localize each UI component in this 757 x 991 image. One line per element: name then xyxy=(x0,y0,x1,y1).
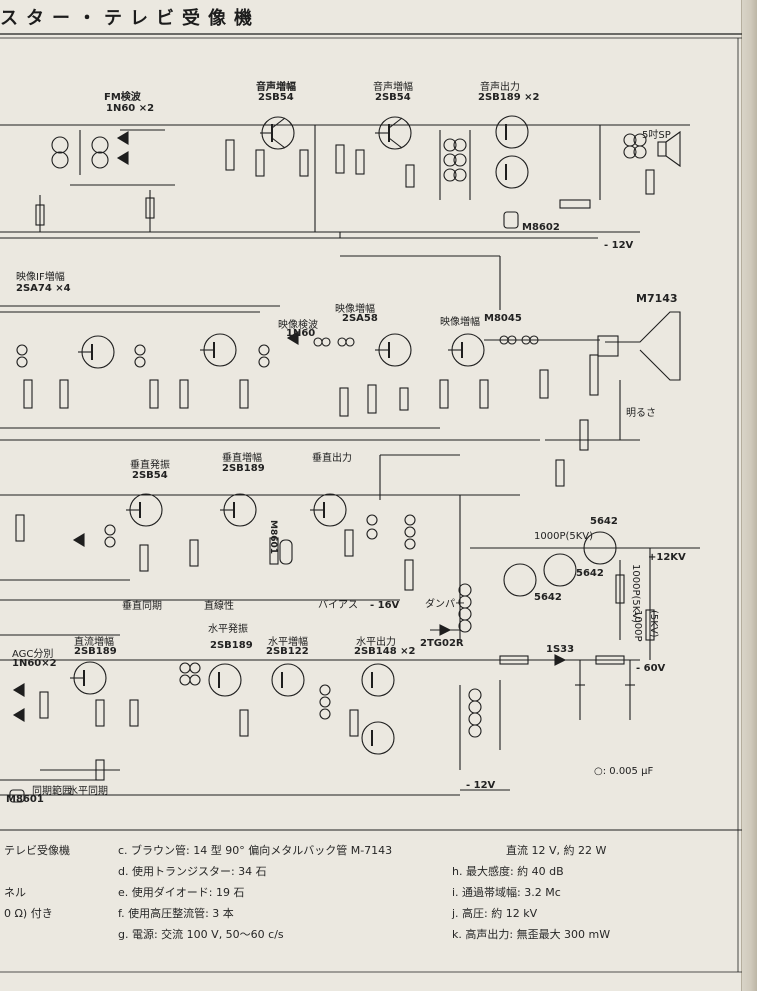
spec-left-2: ネル xyxy=(4,886,26,899)
m8602-label: M8602 xyxy=(522,222,560,233)
horizontal-section xyxy=(0,624,640,803)
damper-label: ダンパー xyxy=(425,599,465,610)
horiz-amp-label: 水平増幅 xyxy=(268,637,308,648)
hv-out-label: +12KV xyxy=(648,552,686,563)
horiz-osc-label: 水平発振 xyxy=(208,624,248,635)
spec-left-1 xyxy=(4,863,70,884)
spec-left-0: テレビ受像機 xyxy=(4,844,70,857)
spec-mid-d: d. 使用トランジスター: 34 石 xyxy=(118,865,267,878)
vertical-section xyxy=(0,454,520,640)
horiz-out-label: 水平出力 xyxy=(356,637,396,648)
cap-1000p-vertical-label-2: 1000P xyxy=(632,610,643,642)
video-if-label: 映像IF増幅 xyxy=(16,272,65,283)
video-amp2-transistor: M8045 xyxy=(484,313,522,324)
horiz-amp-transistor: 2SB122 xyxy=(266,646,309,657)
hv-rect-label-2: 5642 xyxy=(576,568,604,579)
audio-section xyxy=(0,115,690,239)
video-amp2-label: 映像増幅 xyxy=(440,317,480,328)
rect-diode-label: 1S33 xyxy=(546,644,575,655)
fm-detect-label: FM検波 xyxy=(104,92,141,103)
neg60v-label: - 60V xyxy=(636,663,666,674)
capacitor-legend: ○: 0.005 μF xyxy=(594,766,654,777)
video-detect-label: 映像検波 xyxy=(278,320,318,331)
spec-right-dc: 直流 12 V, 約 22 W xyxy=(506,844,607,857)
page-title: スター・テレビ受像機 xyxy=(0,8,260,29)
m8601a-label: M8601 xyxy=(268,520,278,555)
neg12v-b-label: - 12V xyxy=(466,780,496,791)
neg16v-label: - 16V xyxy=(370,600,400,611)
high-voltage-section xyxy=(458,531,700,660)
vert-amp-transistor: 2SB189 xyxy=(222,463,265,474)
speaker-label: 5吋SP xyxy=(642,130,671,141)
hv-rect-label-1: 5642 xyxy=(590,516,618,527)
audio-out-transistor: 2SB189 ×2 xyxy=(478,92,540,103)
page-spine xyxy=(741,0,757,991)
damper-diode-label: 2TG02R xyxy=(420,638,464,649)
vert-amp-label: 垂直増幅 xyxy=(222,453,262,464)
dc-amp-label: 直流増幅 xyxy=(74,637,114,648)
spec-mid-c: c. ブラウン管: 14 型 90° 偏向メタルバック管 M-7143 xyxy=(118,844,393,857)
audio-amp1-label: 音声増幅 xyxy=(256,82,296,93)
spec-right-j: j. 高圧: 約 12 kV xyxy=(452,907,538,920)
bias-label: バイアス xyxy=(318,600,358,611)
cap-5kv-label: (5KV) xyxy=(648,610,659,638)
audio-amp2-label: 音声増幅 xyxy=(373,82,413,93)
video-amp1-transistor: 2SA58 xyxy=(342,313,378,324)
horiz-hold-label: 水平同期 xyxy=(68,786,108,797)
specs-right: 直流 12 V, 約 22 W h. 最大感度: 約 40 dB i. 通過帯域… xyxy=(452,842,610,947)
specs-middle: c. ブラウン管: 14 型 90° 偏向メタルバック管 M-7143 d. 使… xyxy=(118,842,392,947)
video-if-transistor: 2SA74 ×4 xyxy=(16,283,71,294)
agc-diode-label: 1N60×2 xyxy=(12,658,57,669)
horiz-out-transistor: 2SB148 ×2 xyxy=(354,646,416,657)
spec-left-3: 0 Ω) 付き xyxy=(4,907,53,920)
horiz-osc-transistor: 2SB189 xyxy=(210,640,253,651)
brightness-label: 明るさ xyxy=(626,408,656,419)
audio-amp1-transistor: 2SB54 xyxy=(258,92,294,103)
spec-mid-e: e. 使用ダイオード: 19 石 xyxy=(118,886,245,899)
dc-amp-transistor: 2SB189 xyxy=(74,646,117,657)
cap-1000p-label: 1000P(5KV) xyxy=(534,531,594,542)
spec-right-k: k. 高声出力: 無歪最大 300 mW xyxy=(452,928,611,941)
hv-rect-label-3: 5642 xyxy=(534,592,562,603)
fm-diode-label: 1N60 ×2 xyxy=(106,103,155,114)
spec-mid-g: g. 電源: 交流 100 V, 50～60 c/s xyxy=(118,928,284,941)
cap-1000p-vertical-label: 1000P(5KV) xyxy=(630,564,641,624)
neg12v-a-label: - 12V xyxy=(604,240,634,251)
specs-left: テレビ受像機 ネル 0 Ω) 付き xyxy=(4,842,70,926)
agc-label: AGC分別 xyxy=(12,649,54,660)
vert-osc-transistor: 2SB54 xyxy=(132,470,168,481)
spec-right-h: h. 最大感度: 約 40 dB xyxy=(452,865,564,878)
video-detect-diode: 1N60 xyxy=(286,328,316,339)
m8601b-label: M8601 xyxy=(6,794,44,805)
spec-right-i: i. 通過帯域幅: 3.2 Mc xyxy=(452,886,561,899)
crt-label: M7143 xyxy=(636,292,678,305)
video-if-section xyxy=(0,255,681,487)
spec-mid-f: f. 使用高圧整流管: 3 本 xyxy=(118,907,234,920)
vert-out-label: 垂直出力 xyxy=(312,453,352,464)
linearity-label: 直線性 xyxy=(204,601,234,612)
video-amp1-label: 映像増幅 xyxy=(335,304,375,315)
sync-range-label: 同期範囲 xyxy=(32,786,72,797)
vert-osc-label: 垂直発振 xyxy=(130,460,170,471)
vert-hold-label: 垂直同期 xyxy=(122,601,162,612)
audio-out-label: 音声出力 xyxy=(480,82,520,93)
audio-amp2-transistor: 2SB54 xyxy=(375,92,411,103)
